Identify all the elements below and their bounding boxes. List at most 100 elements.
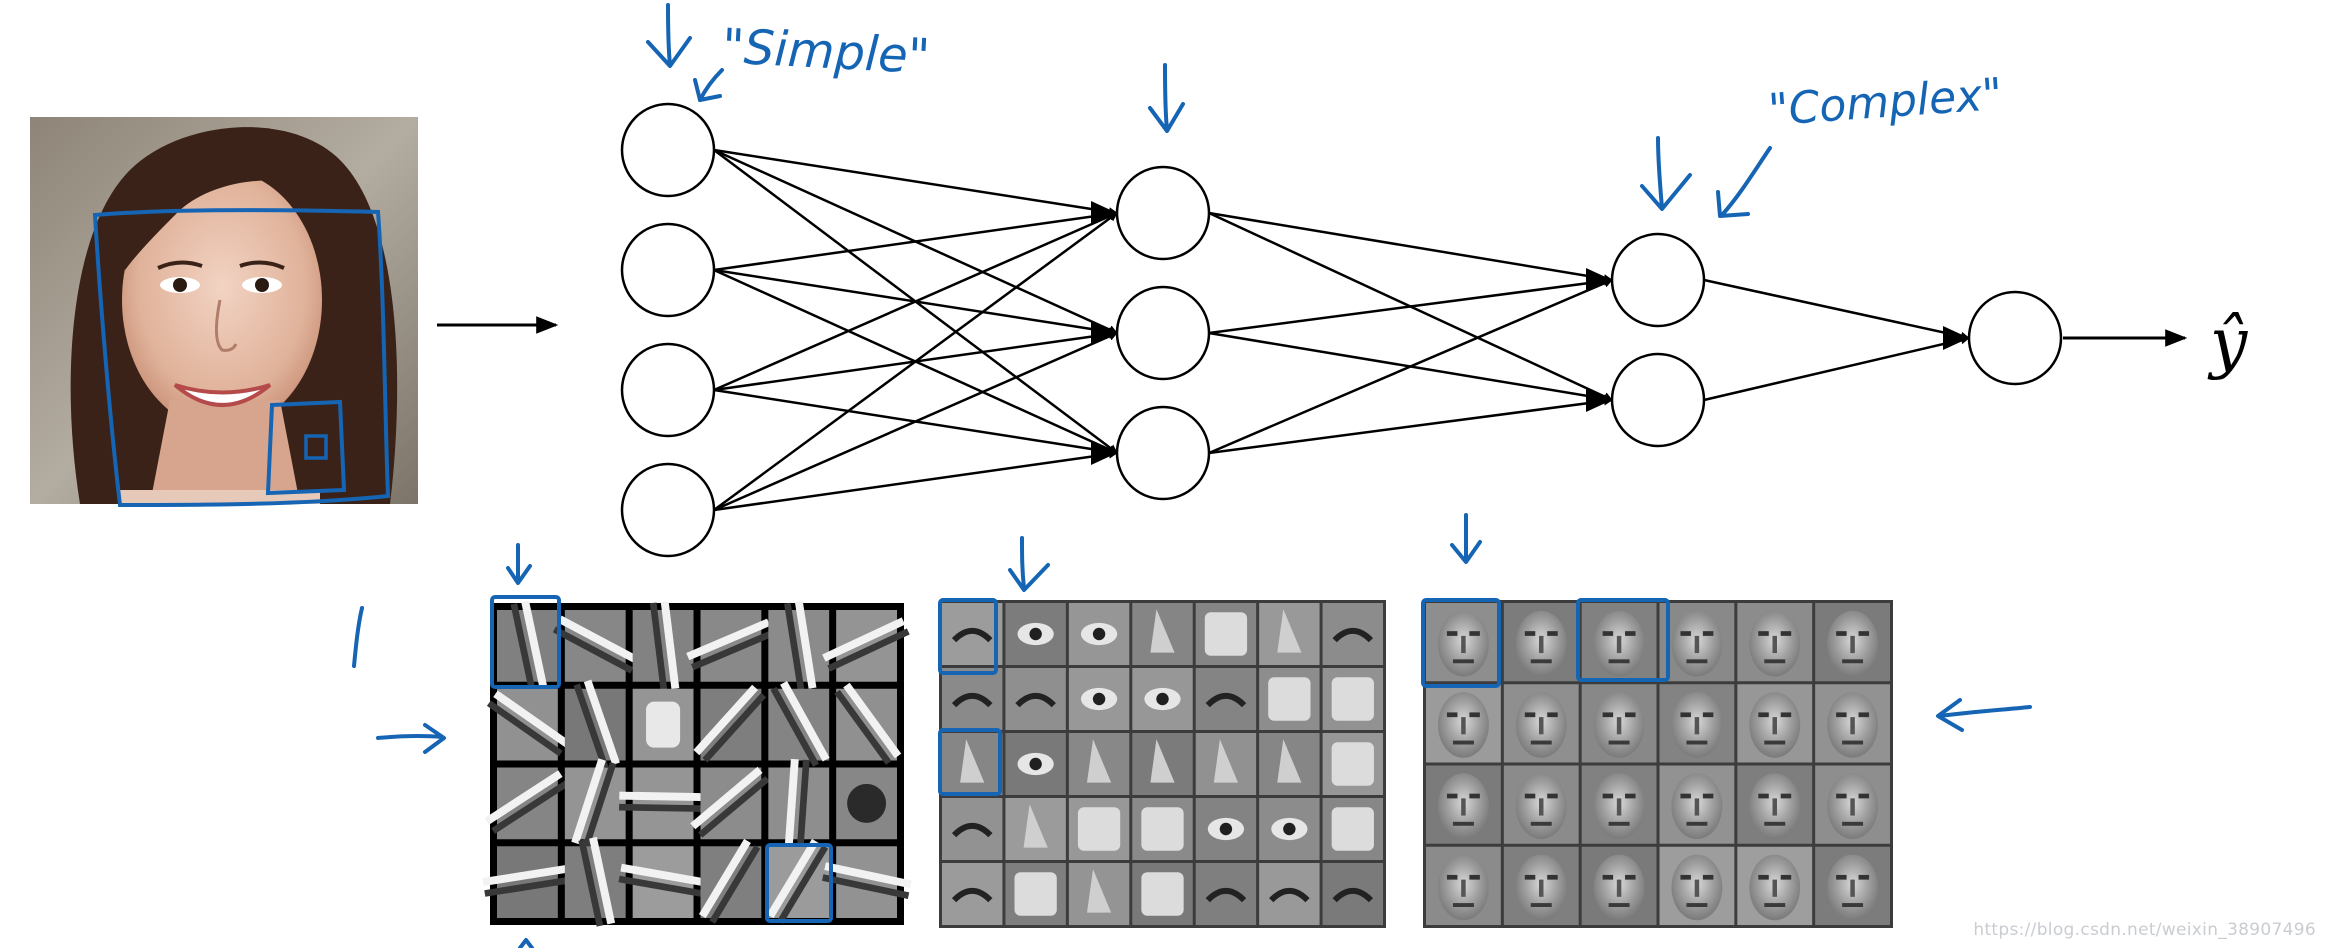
network-edge bbox=[1208, 211, 1613, 284]
network-edge bbox=[1208, 276, 1613, 335]
feature-tile bbox=[1259, 863, 1320, 925]
network-edge bbox=[1208, 396, 1613, 455]
face-annotation-small-box bbox=[304, 434, 328, 460]
feature-tile bbox=[1259, 798, 1320, 860]
network-edge bbox=[1208, 278, 1613, 455]
feature-tile bbox=[768, 680, 830, 767]
feature-tile bbox=[1132, 733, 1193, 795]
feature-tile bbox=[1581, 684, 1657, 763]
whole-faces-panel bbox=[1423, 600, 1893, 928]
edge-filters-panel bbox=[482, 600, 912, 927]
feature-tile bbox=[618, 846, 709, 918]
face-photo bbox=[30, 117, 418, 504]
feature-tile bbox=[1132, 863, 1193, 925]
edge-arrowhead bbox=[1091, 321, 1117, 345]
feature-tile bbox=[1259, 668, 1320, 730]
feature-tile bbox=[822, 610, 910, 682]
complex-label: "Complex" bbox=[1767, 69, 2004, 136]
edge-arrowhead bbox=[1586, 388, 1612, 412]
down-arrow-icon bbox=[506, 543, 532, 585]
feature-tile bbox=[686, 610, 775, 682]
feature-tile bbox=[1132, 603, 1193, 665]
feature-tile bbox=[766, 838, 830, 924]
neuron-node bbox=[1115, 165, 1211, 261]
feature-tile bbox=[1659, 684, 1735, 763]
neuron-node bbox=[620, 342, 716, 438]
feature-tile bbox=[942, 603, 1003, 665]
feature-tile bbox=[1426, 684, 1501, 763]
edge-arrowhead bbox=[1943, 326, 1969, 350]
feature-tile bbox=[1737, 603, 1813, 682]
feature-tile bbox=[486, 688, 570, 761]
down-arrow-icon bbox=[646, 3, 692, 68]
pointer-arrow-icon bbox=[518, 938, 534, 948]
feature-tile bbox=[1195, 733, 1257, 795]
down-arrow-icon bbox=[1008, 536, 1050, 592]
feature-tile bbox=[1005, 668, 1066, 730]
feature-tile bbox=[690, 766, 770, 840]
neuron-node bbox=[620, 462, 716, 558]
network-edges bbox=[713, 148, 1970, 512]
part-annotation-box bbox=[938, 728, 1002, 796]
feature-tile bbox=[1195, 603, 1257, 665]
feature-tile bbox=[1068, 668, 1130, 730]
network-nodes bbox=[620, 102, 2063, 558]
feature-tile bbox=[942, 798, 1003, 860]
neuron-node bbox=[1610, 232, 1706, 328]
right-arrow-icon bbox=[376, 723, 446, 754]
feature-tile bbox=[564, 758, 626, 848]
feature-tile bbox=[1195, 863, 1257, 925]
panel-background bbox=[1423, 600, 1893, 928]
feature-tile bbox=[1503, 846, 1579, 925]
feature-tile bbox=[1259, 733, 1320, 795]
feature-tile bbox=[1426, 846, 1501, 925]
feature-tile bbox=[1815, 684, 1890, 763]
feature-tile bbox=[1815, 603, 1890, 682]
feature-tile bbox=[1322, 603, 1383, 665]
feature-tile bbox=[1005, 733, 1066, 795]
feature-tile bbox=[693, 684, 767, 763]
feature-tile bbox=[1503, 603, 1579, 682]
neuron-node bbox=[1115, 405, 1211, 501]
feature-tile bbox=[1322, 668, 1383, 730]
simple-label: "Simple" bbox=[721, 18, 932, 85]
feature-tile bbox=[1581, 603, 1657, 682]
watermark: https://blog.csdn.net/weixin_38907496 bbox=[1973, 920, 2316, 940]
feature-tile bbox=[768, 758, 830, 848]
feature-tile bbox=[1503, 765, 1579, 844]
down-arrow-icon bbox=[1148, 63, 1185, 133]
down-arrow-icon bbox=[1640, 136, 1692, 211]
edge-arrowhead bbox=[1586, 268, 1612, 292]
feature-tile bbox=[564, 679, 626, 769]
neuron-node bbox=[1967, 290, 2063, 386]
feature-tile bbox=[942, 733, 1003, 795]
neuron-node bbox=[1610, 352, 1706, 448]
feature-tile bbox=[1068, 863, 1130, 925]
feature-tile bbox=[1659, 603, 1735, 682]
feature-tile bbox=[1659, 846, 1735, 925]
feature-tile bbox=[836, 767, 897, 840]
feature-tile bbox=[1068, 733, 1130, 795]
feature-tile bbox=[1132, 798, 1193, 860]
edge-arrowhead bbox=[1091, 441, 1117, 465]
tick-mark bbox=[352, 606, 364, 668]
network-edge bbox=[713, 148, 1118, 217]
feature-tile bbox=[619, 767, 708, 840]
feature-tile bbox=[834, 682, 902, 765]
face-annotation-box bbox=[1421, 598, 1501, 688]
face-annotation-medium-box bbox=[265, 399, 347, 496]
neuron-node bbox=[1115, 285, 1211, 381]
edge-annotation-box bbox=[765, 843, 833, 923]
network-edge bbox=[713, 209, 1118, 272]
feature-tile bbox=[1737, 765, 1813, 844]
feature-tile bbox=[1132, 668, 1193, 730]
feature-tile bbox=[1737, 684, 1813, 763]
feature-tile bbox=[632, 600, 694, 691]
feature-tile bbox=[1195, 668, 1257, 730]
feature-tile bbox=[1737, 846, 1813, 925]
feature-tile bbox=[484, 767, 569, 840]
face-parts-panel bbox=[939, 600, 1386, 928]
feature-tile bbox=[1195, 798, 1257, 860]
feature-tile bbox=[482, 846, 572, 918]
